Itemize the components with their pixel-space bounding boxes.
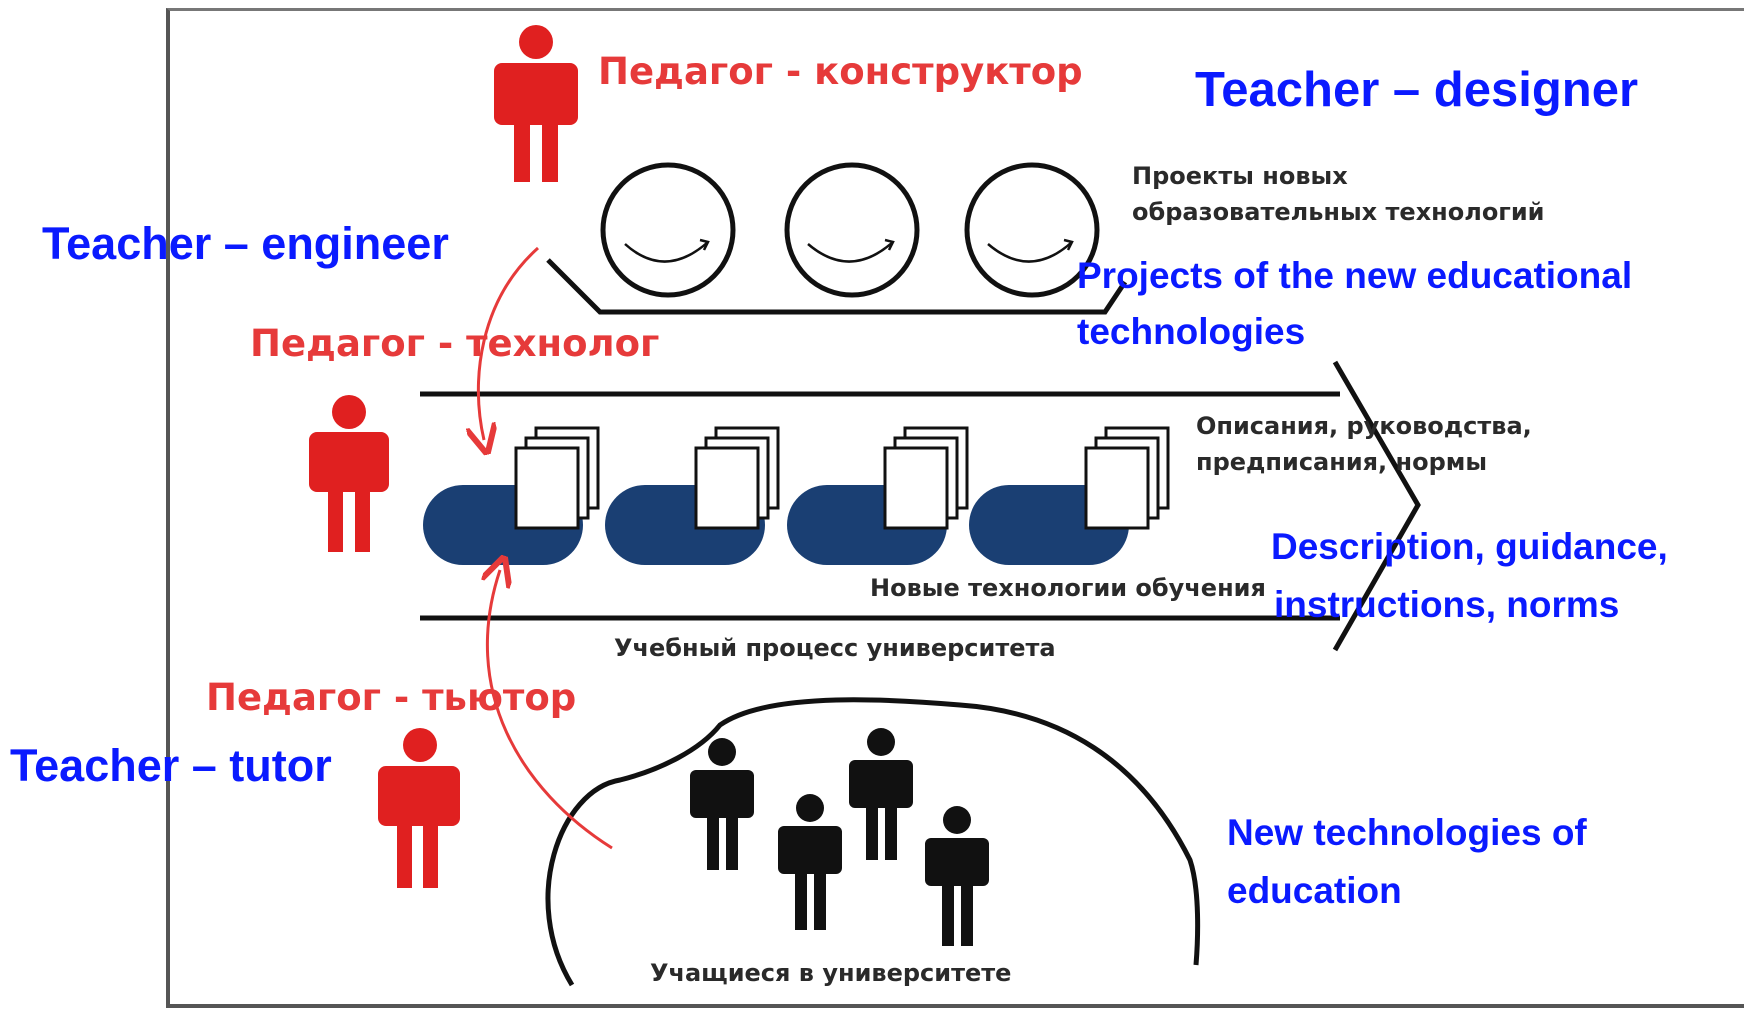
descriptions-ru-line1: Описания, руководства, — [1196, 412, 1532, 440]
description-en-line2: instructions, norms — [1274, 584, 1620, 625]
document-stacks — [514, 426, 1170, 530]
projects-en-line2: technologies — [1077, 311, 1306, 352]
projects-ru-line2: образовательных технологий — [1132, 198, 1545, 226]
process-band-arrow — [420, 360, 1421, 652]
student-person-icons — [690, 728, 989, 946]
role-designer-en: Teacher – designer — [1195, 63, 1639, 117]
new-tech-ru: Новые технологии обучения — [870, 574, 1266, 602]
role-tutor-en: Teacher – tutor — [10, 740, 332, 791]
students-group-outline — [545, 697, 1201, 987]
project-cycles — [546, 162, 1128, 315]
designer-to-technologist-arrow — [478, 246, 540, 440]
new-tech-en-line1: New technologies of — [1227, 812, 1587, 853]
role-engineer-en: Teacher – engineer — [42, 218, 449, 269]
description-en-line1: Description, guidance, — [1271, 526, 1668, 567]
process-ru: Учебный процесс университета — [614, 634, 1056, 662]
role-technologist-ru: Педагог - технолог — [250, 322, 660, 365]
teacher-designer-person-icon — [494, 25, 578, 182]
new-tech-en-line2: education — [1227, 870, 1402, 911]
projects-en-line1: Projects of the new educational — [1077, 255, 1633, 296]
tutor-to-pills-arrow — [487, 570, 613, 850]
role-designer-ru: Педагог - конструктор — [598, 50, 1083, 93]
role-tutor-ru: Педагог - тьютор — [206, 676, 577, 719]
teacher-technologist-person-icon — [309, 395, 389, 552]
students-ru: Учащиеся в университете — [650, 959, 1012, 987]
projects-ru-line1: Проекты новых — [1132, 162, 1348, 190]
teacher-tutor-person-icon — [378, 728, 460, 888]
descriptions-ru-line2: предписания, нормы — [1196, 448, 1488, 476]
